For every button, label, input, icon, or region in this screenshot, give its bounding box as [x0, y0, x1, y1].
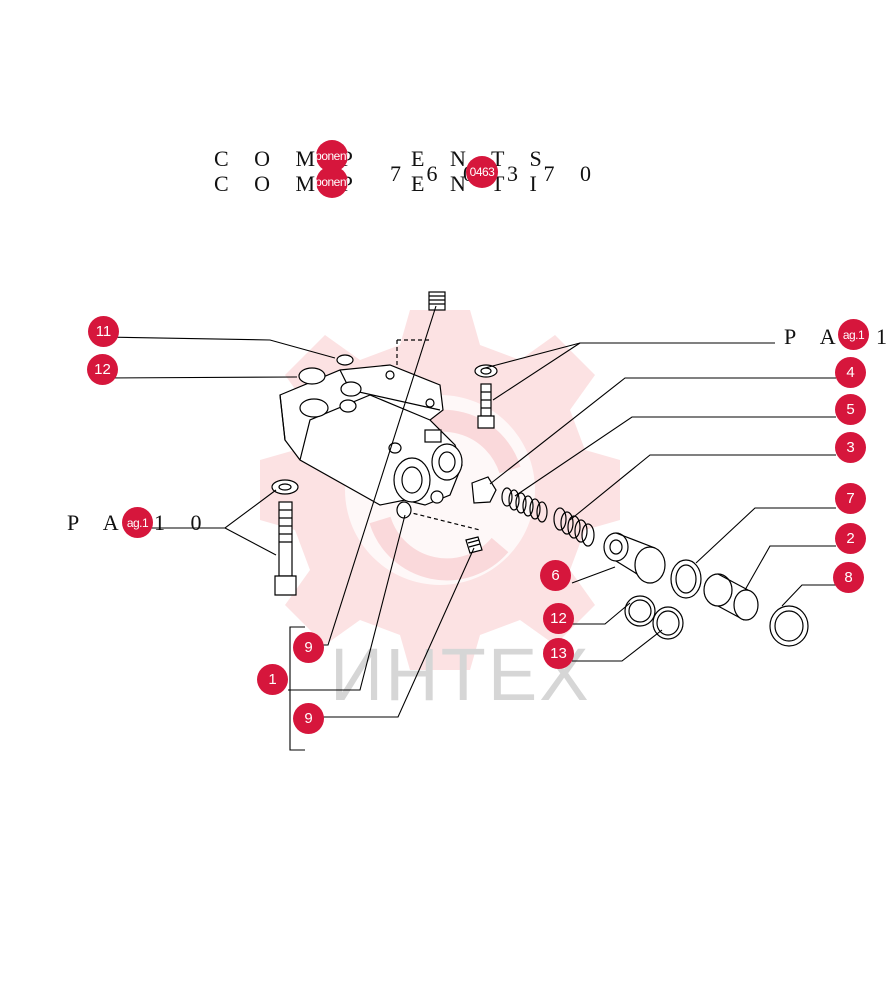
- spring-inner: [553, 507, 595, 547]
- spring-outer: [501, 487, 548, 523]
- callout-1[interactable]: 1: [257, 664, 288, 695]
- callout-9-top[interactable]: 9: [293, 632, 324, 663]
- callout-9-bottom[interactable]: 9: [293, 703, 324, 734]
- page-ref-top-right-tag[interactable]: ag.1: [838, 319, 869, 350]
- snap-ring: [769, 605, 809, 647]
- part-code-a: 7 6 0: [390, 161, 484, 186]
- callout-2[interactable]: 2: [835, 523, 866, 554]
- bolt-top-right: [474, 364, 498, 429]
- page-ref-top-right-suffix: 1: [876, 324, 892, 349]
- seal-small: [336, 354, 354, 366]
- plug: [471, 476, 497, 504]
- bolt-left: [271, 479, 299, 596]
- set-screw-top: [428, 291, 446, 311]
- set-screw-bottom: [465, 536, 483, 554]
- callout-11[interactable]: 11: [88, 316, 119, 347]
- page-ref-left-suffix: 1 0: [154, 510, 212, 535]
- callout-12-bottom[interactable]: 12: [543, 603, 574, 634]
- components-title-en: C O M P E N T S: [214, 148, 552, 170]
- part-code-b: 3 7 0: [507, 161, 601, 186]
- valve-body: [279, 364, 463, 519]
- callout-12-top[interactable]: 12: [87, 354, 118, 385]
- leader-lines: [101, 305, 836, 751]
- tag-code[interactable]: 0463: [466, 156, 498, 188]
- callout-3[interactable]: 3: [835, 432, 866, 463]
- callout-13[interactable]: 13: [543, 638, 574, 669]
- seal-large: [298, 367, 326, 385]
- sleeve: [603, 532, 666, 584]
- page-ref-top-right-prefix: P A: [784, 324, 846, 349]
- callout-6[interactable]: 6: [540, 560, 571, 591]
- callout-8[interactable]: 8: [833, 562, 864, 593]
- tag-component-2[interactable]: ponent: [316, 166, 348, 198]
- page-ref-left-prefix: P A: [67, 510, 129, 535]
- page-ref-left-tag[interactable]: ag.1: [122, 507, 153, 538]
- callout-4[interactable]: 4: [835, 357, 866, 388]
- spool: [703, 573, 759, 621]
- callout-5[interactable]: 5: [835, 394, 866, 425]
- callout-7[interactable]: 7: [835, 483, 866, 514]
